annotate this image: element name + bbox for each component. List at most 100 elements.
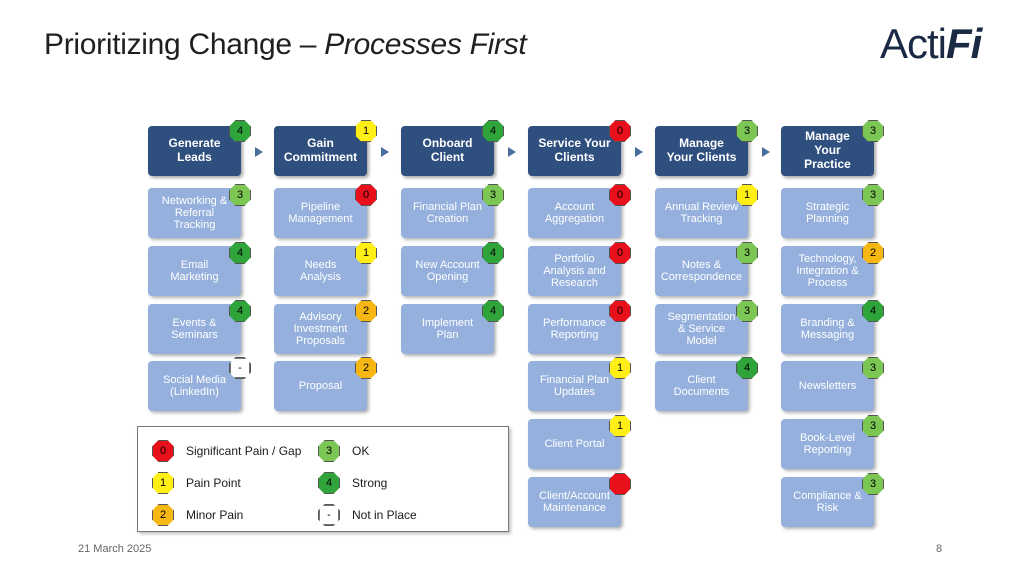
score-value: - [238,362,242,374]
score-value: 4 [489,247,497,259]
score-value: 1 [159,477,167,489]
score-value: 0 [616,125,624,137]
score-badge: 0 [609,120,631,142]
octagon-icon [152,472,174,494]
arrow-right-icon [508,147,516,157]
octagon-icon [355,357,377,379]
process-card: Client Portal [528,419,621,469]
legend-label: Significant Pain / Gap [186,444,302,458]
octagon-icon [862,242,884,264]
score-value: 4 [236,125,244,137]
score-badge: 3 [862,184,884,206]
score-value: 3 [743,305,751,317]
score-badge: 4 [862,300,884,322]
process-card-label: Compliance &Risk [793,489,862,514]
process-card-label: Newsletters [798,379,857,392]
score-value: 0 [159,445,167,457]
octagon-icon [736,357,758,379]
score-badge: 4 [229,242,251,264]
octagon-icon [229,357,251,379]
score-badge: 1 [736,184,758,206]
octagon-icon [609,242,631,264]
process-card-label: Branding &Messaging [800,316,855,341]
octagon-icon [229,300,251,322]
page-number: 8 [936,543,943,555]
arrow-right-icon [255,147,263,157]
score-badge: 3 [736,242,758,264]
legend-label: Minor Pain [186,508,244,522]
octagon-icon [862,415,884,437]
octagon-icon [229,242,251,264]
octagon-icon [736,242,758,264]
score-value: 2 [362,362,370,374]
footer-date: 21 March 2025 [78,543,152,555]
arrow-right-icon [381,147,389,157]
score-value: 4 [325,477,333,489]
score-value: 3 [743,125,751,137]
score-badge: - [229,357,251,379]
arrow-right-icon [635,147,643,157]
score-value: 3 [869,420,877,432]
process-card: Events &Seminars [148,304,241,354]
score-value: - [327,509,331,521]
process-card-label: Notes &Correspondence [660,258,743,283]
score-value: 1 [362,125,370,137]
octagon-icon [862,184,884,206]
logo-part1: Acti [880,20,947,67]
score-badge: 3 [862,357,884,379]
score-value: 4 [743,362,751,374]
process-card-label: Social Media(LinkedIn) [163,373,226,398]
score-badge: 2 [355,357,377,379]
score-value: 0 [616,189,624,201]
score-value: 3 [743,247,751,259]
score-badge: 1 [355,242,377,264]
score-badge: 3 [862,415,884,437]
legend-label: OK [352,444,370,458]
process-card-label: Client Portal [544,437,605,450]
octagon-icon [862,120,884,142]
octagon-icon [229,184,251,206]
score-value: 4 [489,305,497,317]
title-main: Prioritizing Change – [44,28,325,61]
score-badge: 2 [152,504,174,526]
octagon-icon [736,120,758,142]
process-card: Technology,Integration &Process [781,246,874,296]
octagon-icon [152,440,174,462]
score-badge: 0 [152,440,174,462]
score-badge: 3 [736,300,758,322]
score-badge: 1 [609,415,631,437]
score-value: 4 [236,305,244,317]
process-card-label: Proposal [298,379,343,392]
octagon-icon [862,300,884,322]
score-badge: 4 [318,472,340,494]
octagon-icon [609,120,631,142]
legend-label: Strong [352,476,388,490]
score-value: 3 [869,478,877,490]
legend-label: Pain Point [186,476,241,490]
score-badge: 4 [736,357,758,379]
octagon-icon [355,184,377,206]
score-badge: 4 [482,120,504,142]
score-badge: 3 [862,120,884,142]
octagon-icon [609,415,631,437]
